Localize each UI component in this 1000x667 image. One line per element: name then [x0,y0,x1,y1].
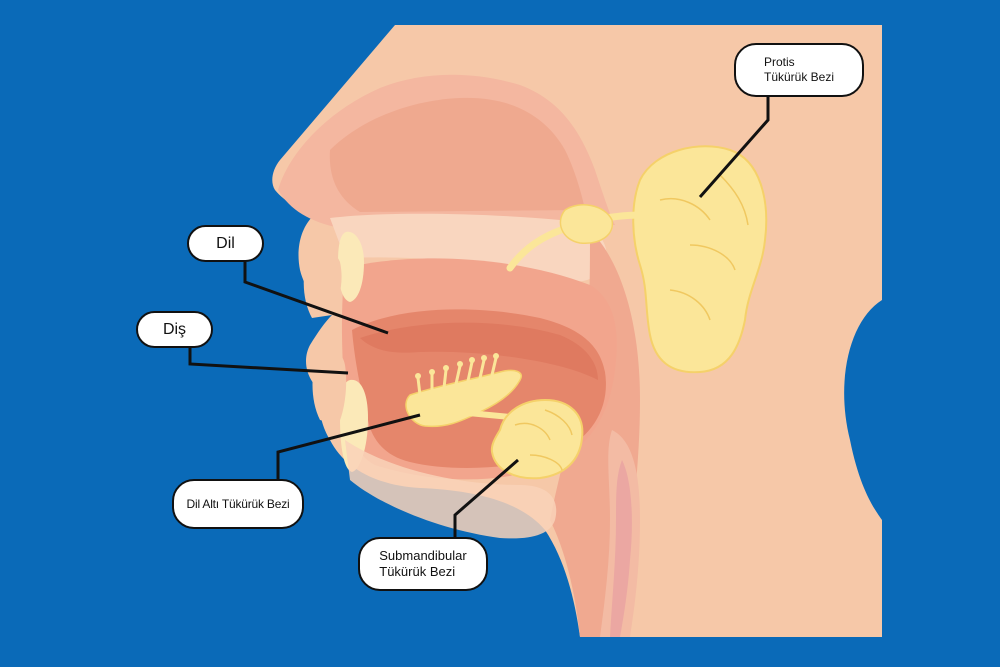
tongue-surface [360,322,598,380]
leader-line-protis [698,95,770,198]
label-dil: Dil [187,225,264,262]
jaw-tissue [345,440,557,539]
label-protis-line2: Tükürük Bezi [763,70,835,84]
label-submandibular-line2: Tükürük Bezi [379,564,456,579]
label-protis-tukuruk-bezi: Protis Tükürük Bezi [734,43,864,97]
leader-line-dis [188,348,349,375]
label-dis: Diş [136,311,213,348]
label-protis-line1: Protis [763,55,795,69]
nasal-inner [329,97,585,212]
label-dis-text: Diş [162,320,187,338]
airway-inner [610,460,632,637]
label-dil-alti-text: Dil Altı Tükürük Bezi [186,496,290,511]
submandibular-gland [490,398,584,480]
label-submandibular-line1: Submandibular [379,547,467,563]
leader-lines [188,95,770,540]
label-dil-text: Dil [216,234,235,252]
leader-line-dil [243,262,389,335]
leader-line-submandibular [453,458,519,540]
leader-line-dil-alti [276,413,421,480]
label-dil-alti-tukuruk-bezi: Dil Altı Tükürük Bezi [172,479,304,529]
hard-palate [330,213,607,282]
parotid-gland [506,145,768,374]
label-submandibular-tukuruk-bezi: Submandibular Tükürük Bezi [358,537,488,591]
lower-lip [312,348,347,425]
upper-tooth [338,231,364,302]
upper-lip [303,248,342,318]
